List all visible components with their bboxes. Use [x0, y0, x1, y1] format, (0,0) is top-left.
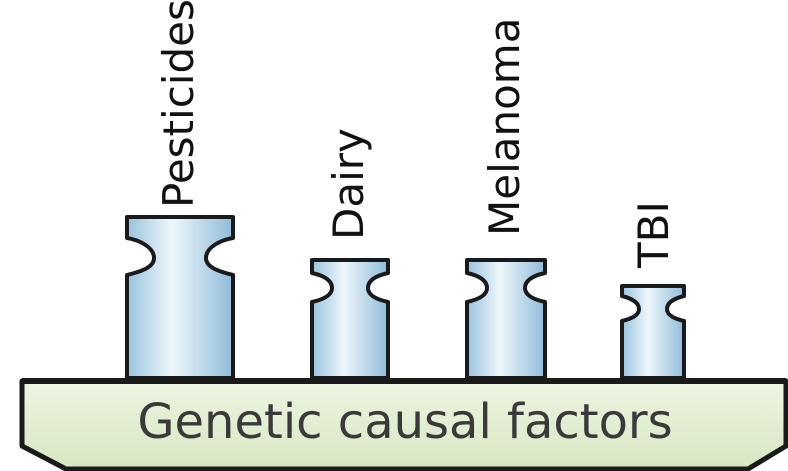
factor-weight-dairy: [310, 258, 390, 380]
factor-label-tbi: TBI: [629, 201, 678, 269]
weight-body: [465, 258, 547, 380]
factor-weight-pesticides: [125, 215, 235, 380]
factor-label-melanoma: Melanoma: [480, 18, 529, 236]
weight-body: [310, 258, 390, 380]
weight-body: [620, 284, 686, 380]
platform-label: Genetic causal factors: [137, 394, 672, 450]
factor-weight-tbi: [620, 284, 686, 380]
weight-body: [125, 215, 235, 380]
factor-weight-melanoma: [465, 258, 547, 380]
factor-label-dairy: Dairy: [324, 128, 373, 240]
genetic-platform: [19, 378, 788, 471]
factor-label-pesticides: Pesticides: [154, 0, 203, 208]
